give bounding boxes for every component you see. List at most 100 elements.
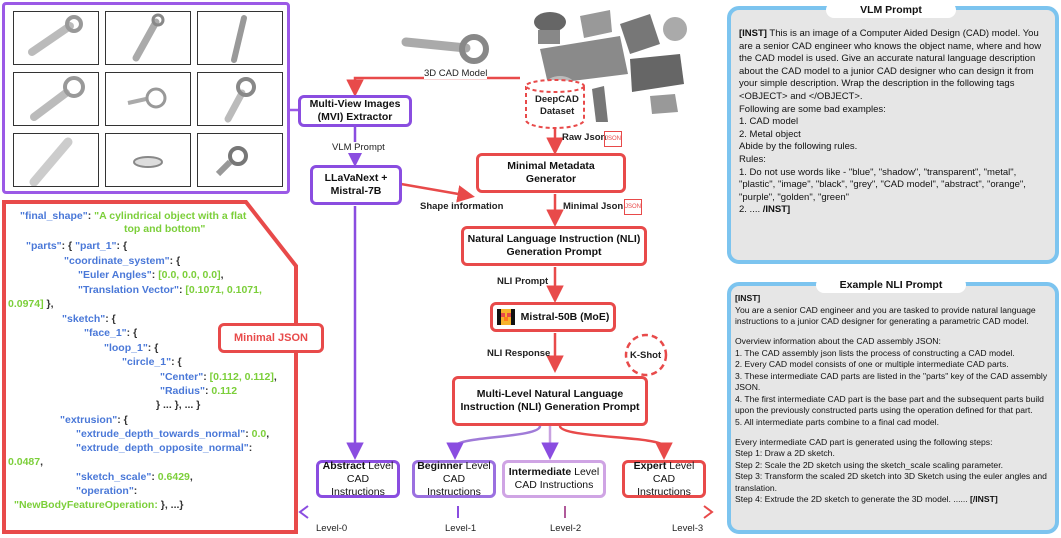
wrench-render-icon — [127, 87, 167, 109]
intermediate-level-box: Intermediate Level CAD Instructions — [502, 460, 606, 498]
json-key: "circle_1" — [122, 356, 172, 368]
wrench-render-icon — [30, 76, 85, 121]
prompt-text: Following are some bad examples: — [739, 103, 886, 115]
json-key: "sketch" — [62, 313, 106, 325]
json-punct: : — [204, 385, 212, 397]
prompt-line: 1. CAD model — [739, 116, 1053, 129]
json-punct: } ... }, ... } — [156, 399, 201, 411]
prompt-text: Overview information about the CAD assem… — [735, 336, 941, 347]
json-line: } ... }, ... } — [156, 399, 200, 412]
prompt-text: 1. The CAD assembly json lists the proce… — [735, 347, 1015, 358]
level-caption: CAD Instructions — [514, 479, 594, 491]
json-key: "parts" — [26, 240, 62, 252]
prompt-line: Step 1: Draw a 2D sketch. — [735, 448, 1055, 460]
prompt-text: "plastic", "image", "black", "grey", "CA… — [739, 179, 1026, 191]
json-punct: : { — [147, 342, 159, 354]
json-punct: : { — [169, 255, 181, 267]
prompt-text: [INST] — [739, 28, 767, 39]
view-thumbnail — [105, 72, 191, 126]
vlm-prompt-label: VLM Prompt — [332, 142, 385, 153]
axis-level-2: Level-2 — [550, 523, 582, 534]
json-value: "A cylindrical object with a flat — [94, 210, 247, 222]
json-punct: , — [40, 456, 44, 468]
prompt-line: Step 4: Extrude the 2D sketch to generat… — [735, 494, 1055, 506]
json-punct: : { — [171, 356, 182, 368]
wrench-render-icon — [28, 15, 83, 56]
prompt-line: Step 2: Scale the 2D sketch using the sk… — [735, 460, 1055, 472]
prompt-text: upon the previously constructed parts us… — [735, 405, 1033, 416]
prompt-text: "purple", "golden", "green" — [739, 191, 850, 203]
json-key: "part_1" — [75, 240, 117, 252]
nli-prompt-label: NLI Prompt — [497, 276, 549, 287]
prompt-text: Abide by the following rules. — [739, 141, 858, 153]
view-thumbnail — [197, 133, 283, 187]
json-punct: , — [273, 371, 277, 383]
axis-level-1: Level-1 — [445, 523, 477, 534]
json-key: "extrude_depth_opposite_normal" — [76, 442, 249, 454]
json-punct: : — [203, 371, 210, 383]
level-name: Abstract — [322, 459, 366, 472]
json-line: "parts": { "part_1": { — [26, 240, 127, 253]
json-file-icon: JSON — [624, 199, 642, 215]
prompt-text: your simple description. Wrap the descri… — [739, 78, 1015, 90]
prompt-text: Step 4: Extrude the 2D sketch to generat… — [735, 494, 971, 505]
abstract-level-box: Abstract Level CAD Instructions — [316, 460, 400, 498]
json-line: "coordinate_system": { — [64, 255, 180, 268]
json-key: "operation" — [76, 485, 134, 497]
view-thumbnail — [13, 133, 99, 187]
database-icon — [525, 79, 585, 129]
json-punct: : — [87, 210, 95, 222]
view-thumbnail — [13, 11, 99, 65]
cad-objects-collage-icon — [534, 10, 687, 122]
prompt-line: the CAD model is used. Give an accurate … — [739, 53, 1053, 66]
json-value: 0.0974] — [8, 298, 44, 310]
prompt-text: about the CAD model to a junior CAD desi… — [739, 65, 1034, 77]
multi-line-2: Instruction (NLI) Generation Prompt — [460, 401, 640, 413]
prompt-text: This is an image of a Computer Aided Des… — [766, 28, 1039, 39]
json-key: "sketch_scale" — [76, 471, 152, 483]
level-name: Intermediate — [508, 466, 572, 478]
prompt-text: instructions to a junior CAD designer fo… — [735, 316, 1029, 326]
json-value: [0.112, 0.112] — [209, 371, 274, 383]
prompt-line — [735, 428, 1055, 437]
prompt-line: <OBJECT> and </OBJECT>. — [739, 91, 1053, 104]
level-name: Expert — [633, 459, 667, 472]
prompt-text: 2. Every CAD model consists of one or mu… — [735, 359, 1009, 370]
view-thumbnail — [105, 11, 191, 65]
wrench-3d-render-icon — [401, 34, 489, 64]
bar-render-icon — [29, 137, 73, 187]
prompt-line: 5. All intermediate parts combine to a f… — [735, 417, 1055, 429]
minimal-json-tag: Minimal JSON — [218, 323, 324, 353]
json-file-icon: JSON — [604, 131, 622, 147]
json-line: "Euler Angles": [0.0, 0.0, 0.0], — [78, 269, 224, 282]
json-line: "Center": [0.112, 0.112], — [160, 371, 277, 384]
prompt-text: translation. — [735, 482, 778, 493]
nli-example-panel — [727, 282, 1059, 534]
nli-gen-line-2: Generation Prompt — [506, 246, 602, 258]
json-value: "NewBodyFeatureOperation: — [14, 499, 161, 511]
json-punct: : { — [116, 240, 128, 252]
multi-line-1: Multi-Level Natural Language — [476, 388, 624, 400]
prompt-line: upon the previously constructed parts us… — [735, 405, 1055, 417]
prompt-line: are a senior CAD engineer who knows the … — [739, 41, 1053, 54]
dataset-label-2: Dataset — [540, 106, 575, 117]
json-line: "NewBodyFeatureOperation: }, ...} — [14, 499, 184, 512]
json-punct: }, — [43, 298, 54, 310]
prompt-text: Rules: — [739, 153, 766, 165]
wrench-render-icon — [215, 146, 248, 177]
json-line: "sketch_scale": 0.6429, — [76, 471, 193, 484]
meta-line-2: Generator — [525, 173, 577, 185]
json-key: "face_1" — [84, 327, 127, 339]
json-value: 0.112 — [211, 385, 238, 397]
json-value: 0.6429 — [157, 471, 190, 483]
level-word: Level — [669, 459, 695, 472]
prompt-line: [INST] — [735, 293, 1055, 305]
json-punct: }, ...} — [160, 499, 184, 511]
dataset-label-1: DeepCAD — [535, 94, 579, 105]
prompt-line: [INST] This is an image of a Computer Ai… — [739, 28, 1053, 41]
json-value: [0.1071, 0.1071, — [185, 284, 262, 296]
view-thumbnail — [197, 11, 283, 65]
json-key: "loop_1" — [104, 342, 148, 354]
json-line: "Radius": 0.112 — [160, 385, 237, 398]
